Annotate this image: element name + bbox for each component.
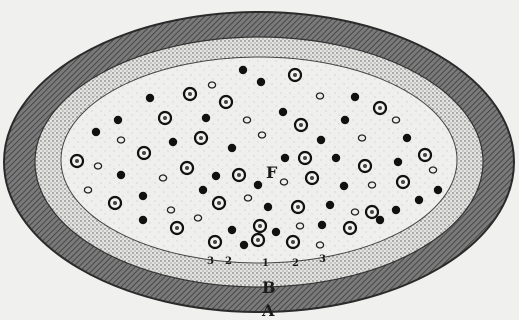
solid-cell <box>415 196 423 204</box>
ringed-cell <box>233 169 245 181</box>
ringed-cell <box>213 197 225 209</box>
solid-cell <box>341 116 349 124</box>
ringed-cell <box>138 147 150 159</box>
solid-cell <box>199 186 207 194</box>
ringed-cell <box>71 155 83 167</box>
solid-cell <box>403 134 411 142</box>
solid-cell <box>257 78 265 86</box>
solid-cell <box>202 114 210 122</box>
solid-cell <box>239 66 247 74</box>
solid-cell <box>272 228 280 236</box>
label-f: F <box>266 163 278 182</box>
solid-cell <box>394 158 402 166</box>
solid-cell <box>139 192 147 200</box>
solid-cell <box>139 216 147 224</box>
ringed-cell <box>109 197 121 209</box>
solid-cell <box>434 186 442 194</box>
ringed-cell <box>299 152 311 164</box>
solid-cell <box>281 154 289 162</box>
label-number-3-right: 3 <box>319 254 326 265</box>
solid-cell <box>351 93 359 101</box>
solid-cell <box>117 171 125 179</box>
ringed-cell <box>254 220 266 232</box>
ringed-cell <box>171 222 183 234</box>
ringed-cell <box>306 172 318 184</box>
solid-cell <box>332 154 340 162</box>
ringed-cell <box>209 236 221 248</box>
label-a: A <box>261 301 275 320</box>
ringed-cell <box>359 160 371 172</box>
solid-cell <box>169 138 177 146</box>
ringed-cell <box>292 201 304 213</box>
solid-cell <box>228 144 236 152</box>
label-number-2-right: 2 <box>292 258 299 269</box>
label-b: B <box>262 278 276 297</box>
solid-cell <box>279 108 287 116</box>
solid-cell <box>254 181 262 189</box>
ringed-cell <box>397 176 409 188</box>
ringed-cell <box>159 112 171 124</box>
solid-cell <box>318 221 326 229</box>
ringed-cell <box>366 206 378 218</box>
ringed-cell <box>252 234 264 246</box>
label-number-3-left: 3 <box>207 256 214 267</box>
ringed-cell <box>195 132 207 144</box>
ringed-cell <box>295 119 307 131</box>
solid-cell <box>326 201 334 209</box>
solid-cell <box>240 241 248 249</box>
ringed-cell <box>220 96 232 108</box>
solid-cell <box>264 203 272 211</box>
solid-cell <box>376 216 384 224</box>
solid-cell <box>392 206 400 214</box>
ringed-cell <box>181 162 193 174</box>
solid-cell <box>114 116 122 124</box>
solid-cell <box>146 94 154 102</box>
ringed-cell <box>419 149 431 161</box>
solid-cell <box>340 182 348 190</box>
ringed-cell <box>344 222 356 234</box>
solid-cell <box>92 128 100 136</box>
ringed-cell <box>374 102 386 114</box>
label-number-2-left: 2 <box>225 256 232 267</box>
solid-cell <box>317 136 325 144</box>
label-number-1: 1 <box>262 258 269 269</box>
ringed-cell <box>287 236 299 248</box>
ringed-cell <box>184 88 196 100</box>
solid-cell <box>228 226 236 234</box>
ringed-cell <box>289 69 301 81</box>
solid-cell <box>212 172 220 180</box>
